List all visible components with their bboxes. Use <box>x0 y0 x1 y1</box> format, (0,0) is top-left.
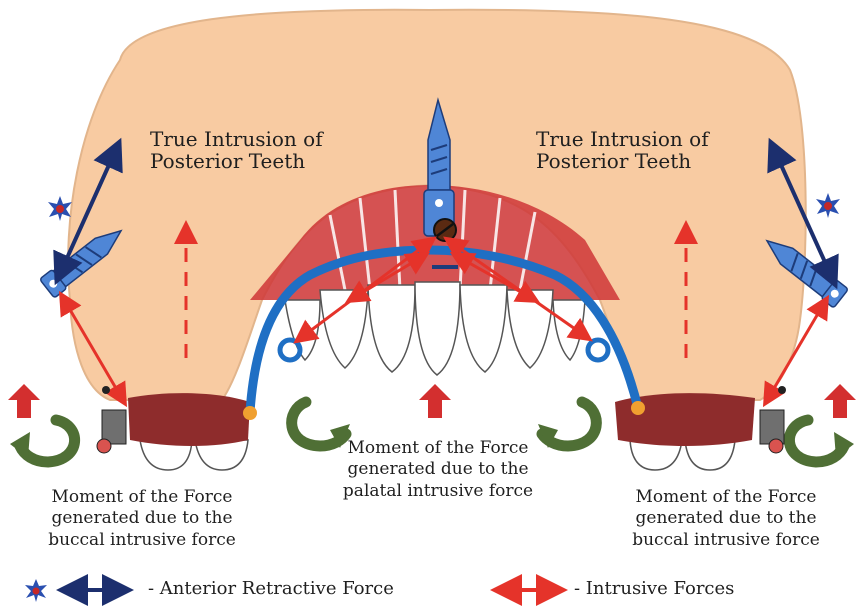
right-moment-line-1: Moment of the Force <box>592 487 860 508</box>
right-title-line-1: True Intrusion of <box>536 128 709 150</box>
left-title-line-2: Posterior Teeth <box>150 150 323 172</box>
legend-intrusive-label: - Intrusive Forces <box>574 579 734 599</box>
center-moment-line-2: generated due to the <box>300 459 576 480</box>
star-icon-right <box>816 193 840 218</box>
right-moment-caption: Moment of the Force generated due to the… <box>592 487 860 551</box>
center-moment-caption: Moment of the Force generated due to the… <box>300 438 576 502</box>
right-title: True Intrusion of Posterior Teeth <box>536 128 709 172</box>
left-moment-line-1: Moment of the Force <box>8 487 276 508</box>
left-moment-caption: Moment of the Force generated due to the… <box>8 487 276 551</box>
left-title-line-1: True Intrusion of <box>150 128 323 150</box>
hook-right <box>631 401 645 415</box>
wire-loop-left <box>280 340 300 360</box>
left-moment-line-2: generated due to the <box>8 508 276 529</box>
right-moment-line-3: buccal intrusive force <box>592 530 860 551</box>
molar-band-left <box>128 393 250 446</box>
center-moment-line-3: palatal intrusive force <box>300 481 576 502</box>
right-moment-line-2: generated due to the <box>592 508 860 529</box>
left-title: True Intrusion of Posterior Teeth <box>150 128 323 172</box>
star-icon-left <box>48 196 72 221</box>
wire-loop-right <box>588 340 608 360</box>
left-moment-line-3: buccal intrusive force <box>8 530 276 551</box>
center-moment-line-1: Moment of the Force <box>300 438 576 459</box>
hook-left <box>243 406 257 420</box>
legend-star-icon <box>25 579 47 602</box>
anterior-teeth <box>285 282 585 375</box>
legend-retractive-label: - Anterior Retractive Force <box>148 579 394 599</box>
right-title-line-2: Posterior Teeth <box>536 150 709 172</box>
